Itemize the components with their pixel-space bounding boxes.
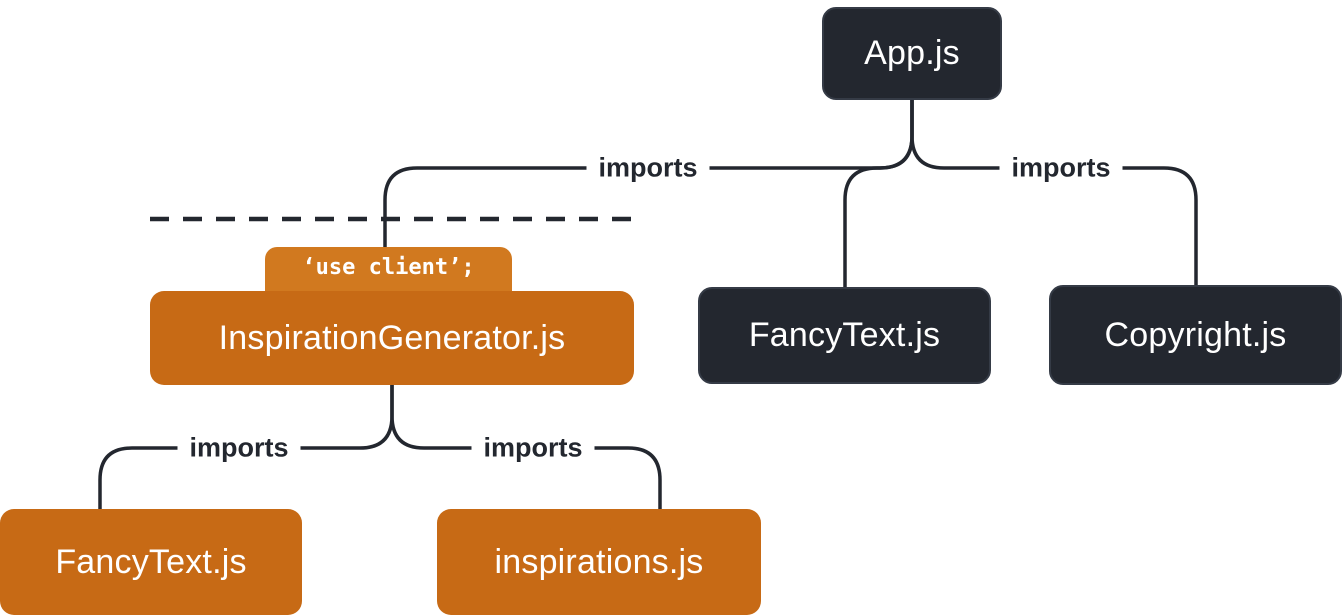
node-inspirations-js: inspirations.js [437,509,761,615]
node-inspirations-js-label: inspirations.js [494,542,704,581]
node-fancytext-js-server-label: FancyText.js [748,316,941,354]
edge-app-to-fancytext [843,100,914,289]
node-fancytext-js-client: FancyText.js [0,509,302,615]
node-inspirationgenerator-js: InspirationGenerator.js [150,291,634,385]
node-app-js-label: App.js [864,34,960,72]
edge-label-imports-app-copyright: imports [999,152,1123,184]
node-fancytext-js-server: FancyText.js [698,287,991,384]
node-inspirationgenerator-js-label: InspirationGenerator.js [218,318,566,357]
edge-label-imports-inspirationgenerator-fancytext: imports [177,432,301,464]
edge-app-to-copyright [910,100,1198,287]
node-app-js: App.js [822,7,1002,100]
edge-label-imports-inspirationgenerator-inspirations: imports [471,432,595,464]
node-copyright-js-label: Copyright.js [1104,315,1287,354]
edge-label-imports-app-inspirationgenerator: imports [586,152,710,184]
node-fancytext-js-client-label: FancyText.js [55,542,247,581]
node-copyright-js: Copyright.js [1049,285,1342,385]
use-client-badge-text: ‘use client’; [302,255,475,280]
